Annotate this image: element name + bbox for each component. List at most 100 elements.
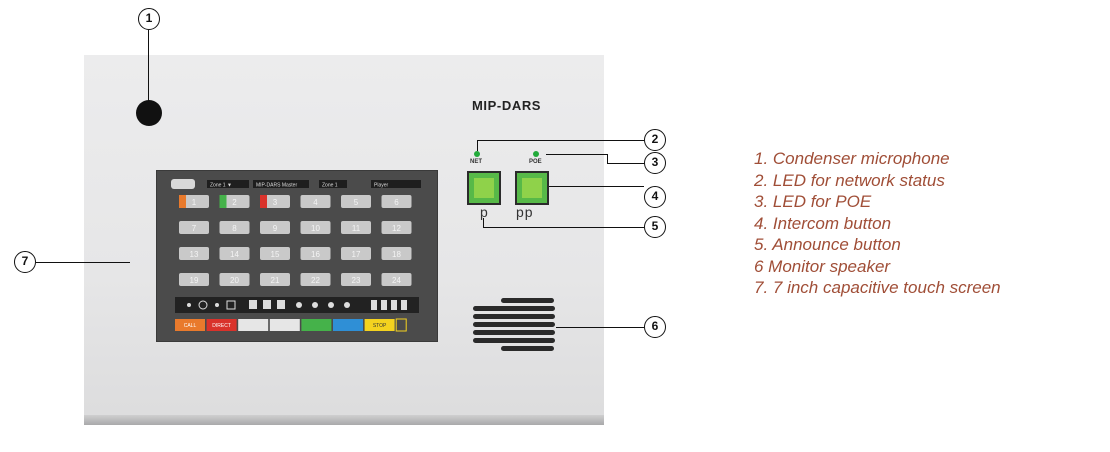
zone-tile[interactable] <box>341 247 371 260</box>
zone-tile[interactable] <box>179 195 209 208</box>
bottom-button-row[interactable]: CALL DIRECT STOP <box>175 318 407 332</box>
zone-status-tag <box>179 195 186 208</box>
zone-tile[interactable] <box>260 195 290 208</box>
net-led <box>474 151 480 157</box>
header-zone: Zone 1 ▼ <box>210 183 232 189</box>
zone-tile[interactable] <box>300 195 331 208</box>
leader-line-7 <box>36 262 130 264</box>
zone-tile[interactable] <box>300 273 331 286</box>
zone-tile[interactable] <box>260 221 290 234</box>
action-button[interactable] <box>364 319 395 331</box>
zone-tile-label: 2 <box>232 198 237 207</box>
callout-5: 5 <box>644 216 666 238</box>
zone-tile[interactable] <box>341 195 371 208</box>
zone-tile[interactable] <box>381 247 412 260</box>
zone-tile[interactable] <box>260 273 290 286</box>
zone-tile-label: 18 <box>392 250 401 259</box>
zone-tile[interactable] <box>219 273 250 286</box>
model-label: MIP-DARS <box>472 98 542 113</box>
leader-line-1 <box>148 30 150 102</box>
action-button[interactable] <box>269 319 300 331</box>
action-button[interactable] <box>206 319 237 331</box>
callout-3: 3 <box>644 152 666 174</box>
leader-line-2b <box>477 140 644 142</box>
leader-line-3a <box>546 154 608 156</box>
zone-status-tag <box>260 195 267 208</box>
zone-status-tag <box>219 195 227 208</box>
zone-tile[interactable] <box>341 221 371 234</box>
action-button[interactable] <box>333 319 363 331</box>
callout-2: 2 <box>644 129 666 151</box>
zone-tile-label: 16 <box>311 250 320 259</box>
announce-button[interactable] <box>515 171 549 205</box>
zone-tile-label: 10 <box>311 224 320 233</box>
zone-tile-label: 20 <box>230 276 239 285</box>
leader-line-5a <box>483 218 485 228</box>
leader-line-6 <box>556 327 644 329</box>
header-player: Player <box>374 183 389 189</box>
action-button-label: STOP <box>373 323 387 329</box>
action-button-label: DIRECT <box>212 323 231 329</box>
zone-tile[interactable] <box>260 247 290 260</box>
legend-item-1: 1. Condenser microphone <box>754 149 950 168</box>
legend-item-2: 2. LED for network status <box>754 170 945 190</box>
leader-line-2a <box>477 140 479 151</box>
zone-tile-label: 6 <box>394 198 399 207</box>
poe-led <box>533 151 539 157</box>
poe-led-label: POE <box>529 159 542 165</box>
zone-tile[interactable] <box>341 273 371 286</box>
zone-tile-label: 19 <box>190 276 199 285</box>
zone-tile[interactable] <box>219 247 250 260</box>
zone-tile-label: 12 <box>392 224 401 233</box>
action-button-label: CALL <box>184 323 197 329</box>
zone-tile[interactable] <box>219 221 250 234</box>
zone-tile-label: 17 <box>352 250 361 259</box>
zone-tile-label: 7 <box>192 224 197 233</box>
zone-tile[interactable] <box>300 247 331 260</box>
header-title: MIP-DARS Master <box>256 183 297 189</box>
legend-item-6: 6 Monitor speaker <box>754 256 891 276</box>
legend-item-3: 3. LED for POE <box>754 192 872 211</box>
zone-tile[interactable] <box>179 273 209 286</box>
zone-tile-label: 22 <box>311 276 320 285</box>
callout-7: 7 <box>14 251 36 273</box>
zone-tile-label: 21 <box>271 276 280 285</box>
leader-line-3c <box>607 163 645 165</box>
zone-tile-label: 15 <box>271 250 280 259</box>
touch-screen[interactable]: Zone 1 ▼ MIP-DARS Master Zone 1 Player 1… <box>156 170 438 342</box>
zone-tile-label: 8 <box>232 224 237 233</box>
zone-tile[interactable] <box>219 195 250 208</box>
zone-tile[interactable] <box>179 221 209 234</box>
announce-button-label: pp <box>516 204 534 220</box>
action-button[interactable] <box>238 319 269 331</box>
zone-tile-label: 13 <box>190 250 199 259</box>
leader-line-4 <box>549 186 644 188</box>
zone-tile-label: 4 <box>313 198 318 207</box>
callout-1: 1 <box>138 8 160 30</box>
action-button[interactable] <box>395 318 407 332</box>
zone-tile[interactable] <box>381 273 412 286</box>
microphone-icon <box>136 100 162 126</box>
action-button[interactable] <box>301 319 332 331</box>
zone-tile[interactable] <box>381 221 412 234</box>
zone-tile-label: 11 <box>352 224 361 233</box>
legend: 1. Condenser microphone 2. LED for netwo… <box>754 148 1001 299</box>
callout-6: 6 <box>644 316 666 338</box>
touch-screen-ui: Zone 1 ▼ MIP-DARS Master Zone 1 Player 1… <box>157 171 437 341</box>
zone-tile-label: 23 <box>352 276 361 285</box>
zone-tile-label: 3 <box>273 198 278 207</box>
leader-line-3b <box>607 154 609 164</box>
action-button[interactable] <box>175 319 205 331</box>
legend-item-7: 7. 7 inch capacitive touch screen <box>754 278 1001 297</box>
zone-tile[interactable] <box>381 195 412 208</box>
zone-tile[interactable] <box>300 221 331 234</box>
legend-item-5: 5. Announce button <box>754 235 901 254</box>
intercom-button[interactable] <box>467 171 501 205</box>
header-zone-2: Zone 1 <box>322 183 338 189</box>
zone-tile[interactable] <box>179 247 209 260</box>
leader-line-5b <box>483 227 644 229</box>
zone-tile-label: 9 <box>273 224 278 233</box>
zone-tile-label: 5 <box>354 198 359 207</box>
legend-item-4: 4. Intercom button <box>754 213 892 233</box>
